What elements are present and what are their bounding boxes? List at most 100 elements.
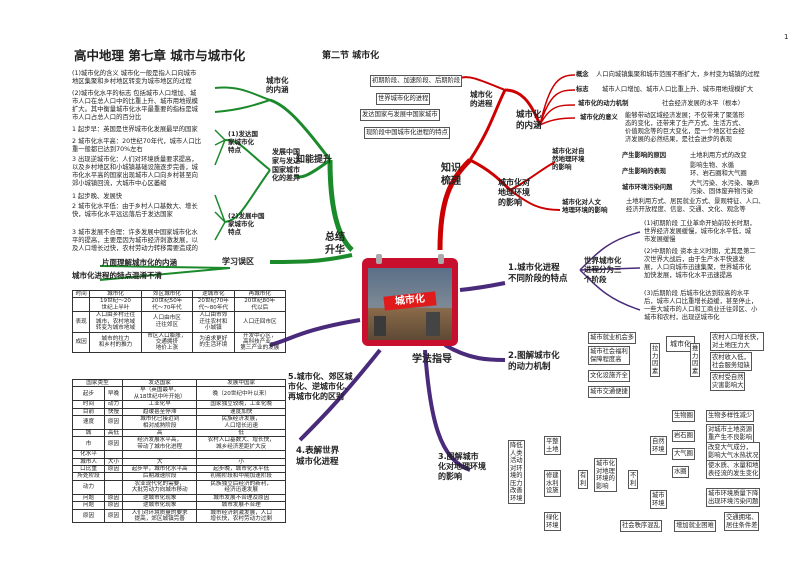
- table-cell: 问题: [71, 501, 106, 510]
- table-row: 口比重原因起步早，城市化水平高起步晚，城市化水平低: [71, 465, 286, 474]
- note-developing-2: 2 城市化水平低：由于乡村人口基数大、增长 快，城市化水平远远落后于发达国家: [72, 203, 198, 218]
- topic-3: 3.图解城市 化对地理环境 的影响: [438, 452, 486, 481]
- table-cell: 所处阶段: [71, 472, 106, 481]
- table-cell: 城市发展不合理及原因: [196, 493, 286, 503]
- table-row: 起步早晚早（英国最早， 从18世纪中叶开始）晚（20世纪中叶以来）: [71, 386, 286, 402]
- table-cell: 表现: [71, 311, 91, 333]
- table-cell: 速度加快: [196, 407, 286, 417]
- table-cell: [196, 450, 286, 459]
- pull-factor: 拉 力 因 素: [650, 343, 661, 378]
- action-3: 绿化 环境: [544, 512, 561, 532]
- table-cell: 原因: [104, 508, 123, 524]
- table-cell: 城市人: [71, 457, 106, 467]
- center-image-frame: 城市化: [362, 254, 458, 346]
- nat-val-1: 影响生物、水循 环、岩石圈和大气圈: [690, 162, 747, 177]
- impact-center: 城市化 对地理 环境的 影响: [594, 458, 617, 493]
- hub-summary: 总结 升华: [325, 232, 345, 256]
- table-cell: 民族经济发展， 人口增长迅速: [196, 415, 286, 430]
- table-cell: 高低: [104, 428, 123, 438]
- table-cell: 起步晚，城市化水平低: [196, 465, 286, 474]
- table-cell: 人们对环境质量的要求 提高，郊区城镇完善: [121, 508, 198, 524]
- note-developing-1: 1 起步晚、发展快: [72, 193, 123, 200]
- hub-knowledge: 知识 梳理: [441, 163, 461, 187]
- table-cell: 城市发展不合理: [196, 501, 286, 510]
- favorable: 有 利: [578, 470, 589, 490]
- table-row: 所处阶段后期减速阶段初期阶段和中期加速阶段: [71, 472, 286, 481]
- label-review: 学习误区: [222, 257, 254, 266]
- table-cell: 城: [71, 428, 106, 438]
- table-cell: 后期减速阶段: [121, 472, 198, 481]
- table-header-cell: 郊区城市化: [140, 289, 194, 299]
- table-row: 目前快慢趋缓甚至停滞速度加快: [71, 407, 286, 417]
- table-cell: 市区人口膨胀， 交通拥挤 地价上涨: [140, 331, 194, 353]
- topic-5: 5.城市化、郊区城 市化、逆城市化、 再城市化的区别: [288, 372, 353, 401]
- table-header-cell: 时间: [71, 289, 91, 299]
- table-cell: 原因: [104, 493, 123, 503]
- inner-val-1: 城市人口增加、城市人口比重上升、城市用地规模扩大: [602, 86, 754, 93]
- table-cell: 原因: [71, 508, 106, 524]
- social-2: 增加就业困难: [674, 520, 716, 532]
- note-definition: (1)城市化的含义 城市化一般是指人口向城市 地区集聚和乡村地区转变为城市地区的…: [72, 70, 197, 85]
- table-row: 速度原因城市化已接近到 相对成熟阶段民族经济发展， 人口增长迅速: [71, 415, 286, 430]
- table-cell: 20世纪80年 代以后: [233, 297, 287, 313]
- table-cell: 20世纪50年 代～70年代: [140, 297, 194, 313]
- table-cell: 时间: [71, 400, 106, 409]
- sphere-rock: 岩石圈: [672, 430, 695, 442]
- table-cell: 问题: [71, 493, 106, 503]
- table-cell: [71, 297, 91, 313]
- table-cell: 农业现代化的需要， 大批劳动力向城市移动: [121, 479, 198, 495]
- page-title: 高中地理 第七章 城市与城市化: [74, 48, 246, 63]
- table-row: 城高低高低: [71, 428, 286, 438]
- effect-air: 改变大气成分， 影响大气水热状况: [706, 442, 761, 462]
- hub-method: 学法指导: [412, 354, 452, 365]
- effect-water: 使水质、水量和地 表径流的发生变化: [706, 460, 761, 480]
- pull-2: 城市社会福利 保障程度高: [588, 346, 630, 366]
- nat-val-0: 土地利用方式的改变: [690, 152, 747, 159]
- process-item-2: 世界城市化的进程: [376, 93, 431, 105]
- table-cell: 原因: [104, 501, 123, 510]
- review-1: 片面理解城市化的内涵: [102, 258, 177, 267]
- city-effect-1: 城市环境质量下降 出现环境污染问题: [706, 488, 761, 508]
- nat-key-0: 产生影响的原因: [622, 152, 667, 159]
- hum-val: 土地利用方式、居民就业方式、景观特征、人口、 经济开放程度、信息、交通、文化、观…: [626, 198, 765, 213]
- action-1: 平整 土地: [544, 436, 561, 456]
- table-cell: 农村人口基数大、增长快， 城乡经济差距扩大反: [196, 436, 286, 452]
- nat-val-2: 大气污染、水污染、噪声 污染、固体废弃物污染: [690, 180, 760, 195]
- note-dev-3: 3 出现逆城市化：人们对环境质量要求提高， 以及乡村地区和小城镇基础设施逐步完善…: [72, 156, 198, 187]
- table-cell: [121, 450, 198, 459]
- pull-3: 文化设施齐全: [588, 370, 630, 382]
- table-cell: 20世纪70年 代～80年代: [192, 297, 235, 313]
- table-row: 成因城市的拉力 和乡村的推力市区人口膨胀， 交通拥挤 地价上涨为追求更好 的生活…: [71, 331, 287, 353]
- table-cell: 起步早，城市化水平高: [121, 465, 198, 474]
- topic-1-sub: 世界城市化 进程分为三 个阶段: [584, 256, 622, 284]
- table-cell: 人口迁回市区: [233, 311, 287, 333]
- table-cell: 城市的拉力 和乡村的推力: [89, 331, 142, 353]
- table-cell: 快慢: [104, 407, 123, 417]
- table-header-cell: 发达国家: [121, 378, 198, 388]
- table-cell: 市: [71, 436, 106, 452]
- table-cell: 晚（20世纪中叶以来）: [196, 386, 286, 402]
- table-header-row: 国家类型发达国家发展中国家: [72, 378, 286, 388]
- table-header-cell: 再城市化: [233, 289, 287, 299]
- note-developing-3: 3 城市发展不合理：许多发展中国家城市化水 平的提高，主要是因为城市经济刺激发展…: [72, 229, 198, 252]
- table-row: 化水平: [71, 450, 286, 459]
- table-cell: 城市经济刺激发展，人口 增长快，农村劳动力过剩: [196, 508, 286, 524]
- table-cell: 高: [121, 428, 198, 438]
- push-2: 农村收入低， 社会服务短缺: [710, 352, 752, 372]
- table-cell: 经济发展水平高， 带动了城市化进程: [121, 436, 198, 452]
- table-row: 表现人口由乡村迁往 城市，农村地域 转变为城市地域人口由市区 迁往郊区人口由市郊…: [71, 311, 287, 333]
- world-urbanization-table: 国家类型发达国家发展中国家起步早晚早（英国最早， 从18世纪中叶开始）晚（20世…: [71, 378, 286, 524]
- table-cell: 人口由市区 迁往郊区: [140, 311, 194, 333]
- table-row: 问题原因逆城市化现象城市发展不合理及原因: [71, 493, 286, 503]
- table-row: 城市人大小大小: [71, 457, 286, 467]
- inner-key-0: 概念: [576, 71, 589, 78]
- table-header-cell: 逆城市化: [192, 289, 235, 299]
- push-1: 农村人口增长快， 对土地压力大: [710, 332, 765, 352]
- table-cell: 动力: [104, 400, 123, 409]
- note-dev-1: 1 起步早：英国是世界城市化发展最早的国家: [72, 126, 198, 133]
- table-cell: 趋缓甚至停滞: [121, 407, 198, 417]
- note-dev-2: 2 城市化水平高：20世纪70年代，城市人口比 重一般都已达到70%左右: [72, 138, 202, 153]
- table-cell: [104, 472, 123, 481]
